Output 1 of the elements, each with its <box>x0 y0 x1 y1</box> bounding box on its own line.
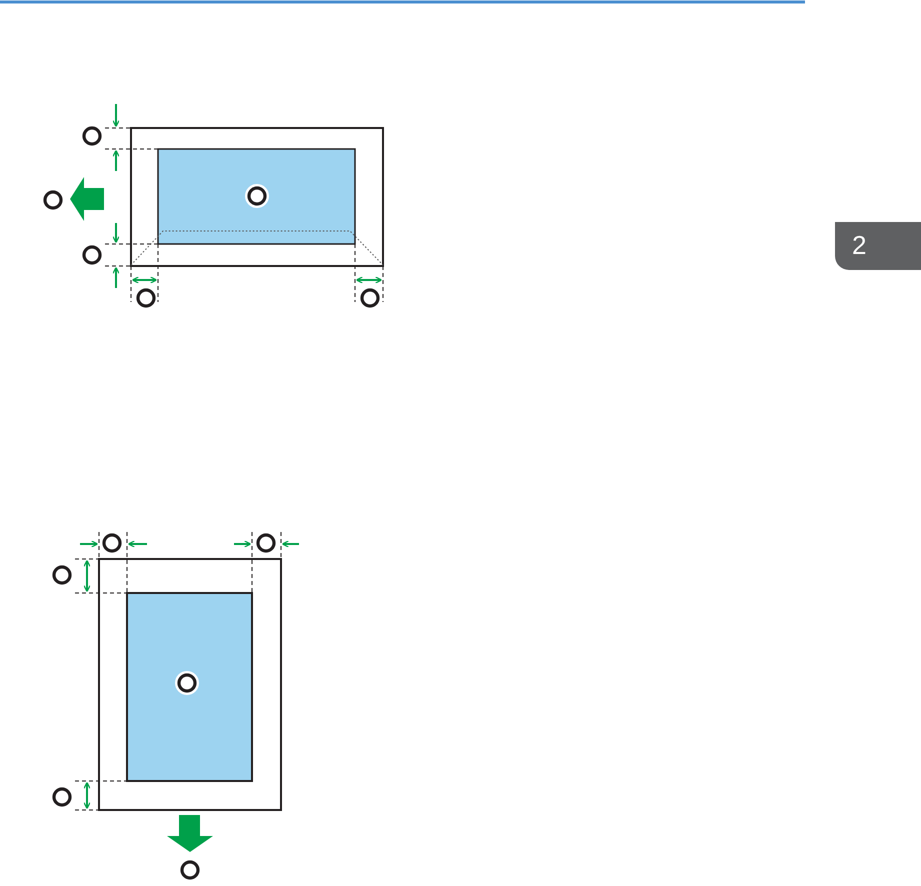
chapter-number: 2 <box>852 230 866 260</box>
